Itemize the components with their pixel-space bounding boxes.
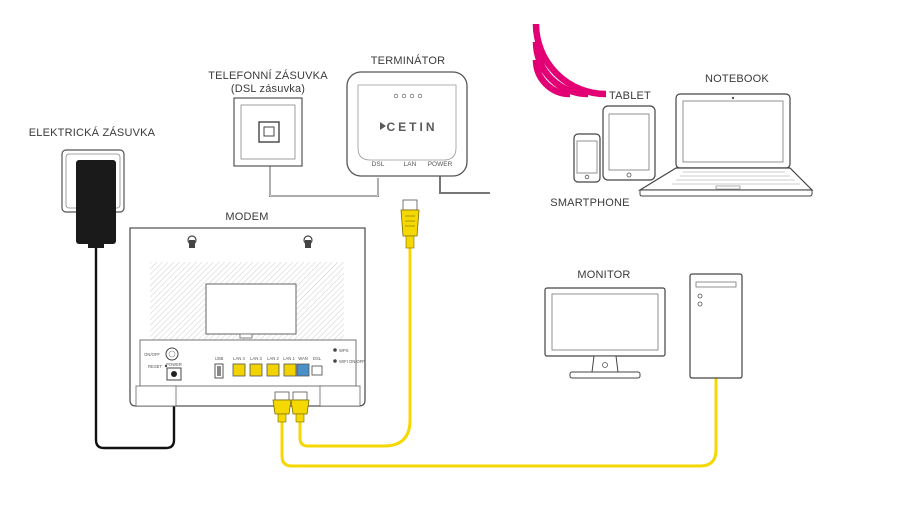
modem-wan-plug xyxy=(290,391,310,423)
terminator-power-cable xyxy=(439,175,490,194)
modem-port-lan4: LAN 4 xyxy=(233,356,245,361)
modem-wps-label: WPS xyxy=(339,348,349,353)
smartphone-label: SMARTPHONE xyxy=(550,197,629,209)
modem-port-lan2: LAN 2 xyxy=(267,356,279,361)
phone-socket xyxy=(233,97,303,167)
modem-port-lan1: LAN 1 xyxy=(283,356,295,361)
power-cable xyxy=(94,240,176,450)
modem-lan-plug xyxy=(272,391,292,423)
modem-port-lan3: LAN 3 xyxy=(250,356,262,361)
terminator-port-dsl: DSL xyxy=(372,161,385,168)
modem-port-dsl: DSL xyxy=(313,356,322,361)
phone-socket-sublabel: (DSL zásuvka) xyxy=(231,83,305,95)
modem-onoff-label: ON/OFF xyxy=(144,352,160,357)
modem-power-label: POWER xyxy=(166,362,182,367)
terminator-label: TERMINÁTOR xyxy=(371,54,446,67)
smartphone-device xyxy=(573,133,601,183)
modem-port-wan: WAN xyxy=(298,356,308,361)
notebook-device xyxy=(637,93,814,197)
monitor-device xyxy=(544,287,666,379)
terminator-lan-plug xyxy=(400,199,420,249)
outlet-label: ELEKTRICKÁ ZÁSUVKA xyxy=(29,126,156,139)
monitor-label: MONITOR xyxy=(577,269,630,281)
tablet-device xyxy=(602,105,656,181)
modem-device xyxy=(129,227,366,407)
terminator-port-lan: LAN xyxy=(404,161,417,168)
dsl-cable-inner xyxy=(269,150,379,197)
wan-cable xyxy=(298,248,412,448)
modem-label: MODEM xyxy=(225,211,268,223)
terminator-device xyxy=(346,71,468,177)
modem-wifi-label: WIFI ON/OFF xyxy=(339,359,365,364)
modem-port-usb: USB xyxy=(215,356,224,361)
tablet-label: TABLET xyxy=(609,90,651,102)
wifi-signal-icon xyxy=(532,23,607,98)
terminator-port-power: POWER xyxy=(428,161,453,168)
phone-socket-label: TELEFONNÍ ZÁSUVKA xyxy=(208,69,328,82)
notebook-label: NOTEBOOK xyxy=(705,73,769,85)
pc-tower-device xyxy=(689,273,743,379)
modem-reset-label: RESET xyxy=(148,364,162,369)
terminator-logo: CETIN xyxy=(387,120,438,134)
lan-cable xyxy=(280,378,718,468)
power-adapter xyxy=(76,160,116,248)
